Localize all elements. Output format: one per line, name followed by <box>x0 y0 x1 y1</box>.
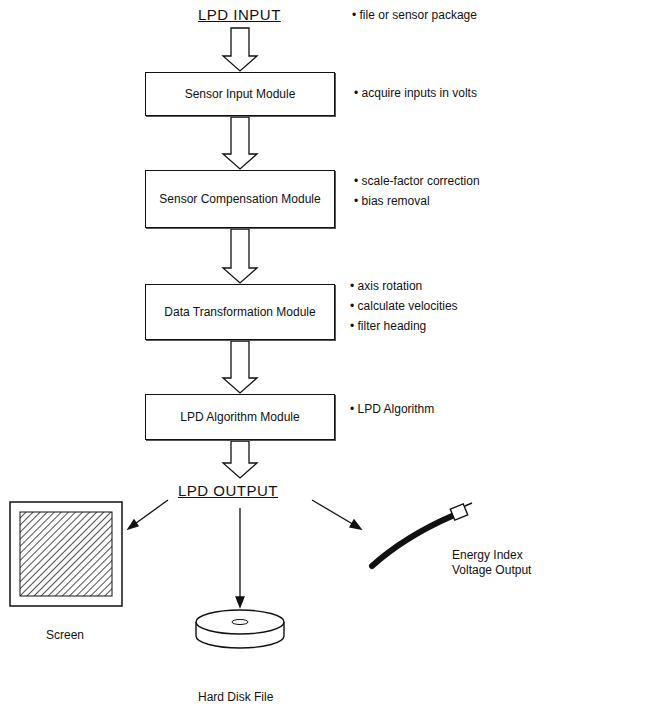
note-text: • file or sensor package <box>352 8 477 23</box>
process-box: Sensor Compensation Module <box>145 170 335 228</box>
output-arrow <box>223 441 257 478</box>
note-text: • bias removal <box>354 194 430 209</box>
hollow-arrow <box>223 117 257 169</box>
process-box: Sensor Input Module <box>145 72 335 116</box>
note-text: Screen <box>46 628 84 643</box>
process-box: LPD Algorithm Module <box>145 394 335 440</box>
section-heading: LPD INPUT <box>198 6 281 25</box>
disk-icon <box>196 610 284 648</box>
note-text: Hard Disk File <box>198 690 273 705</box>
box-text: LPD Algorithm Module <box>180 410 299 424</box>
note-text: • scale-factor correction <box>354 174 480 189</box>
hollow-arrow <box>223 341 257 393</box>
note-text: • filter heading <box>350 319 426 334</box>
note-text: • calculate velocities <box>350 299 458 314</box>
output-arrow <box>128 500 361 607</box>
box-text: Data Transformation Module <box>164 305 315 319</box>
note-text: • acquire inputs in volts <box>354 86 477 101</box>
note-text: • LPD Algorithm <box>350 402 434 417</box>
note-text: • axis rotation <box>350 279 422 294</box>
box-text: Sensor Compensation Module <box>159 192 320 206</box>
input-arrow <box>223 28 257 71</box>
section-heading: LPD OUTPUT <box>178 482 278 501</box>
note-text: Energy Index Voltage Output <box>452 548 548 578</box>
screen-icon <box>10 502 122 606</box>
box-text: Sensor Input Module <box>185 87 296 101</box>
hollow-arrow <box>223 229 257 283</box>
process-box: Data Transformation Module <box>145 284 335 340</box>
